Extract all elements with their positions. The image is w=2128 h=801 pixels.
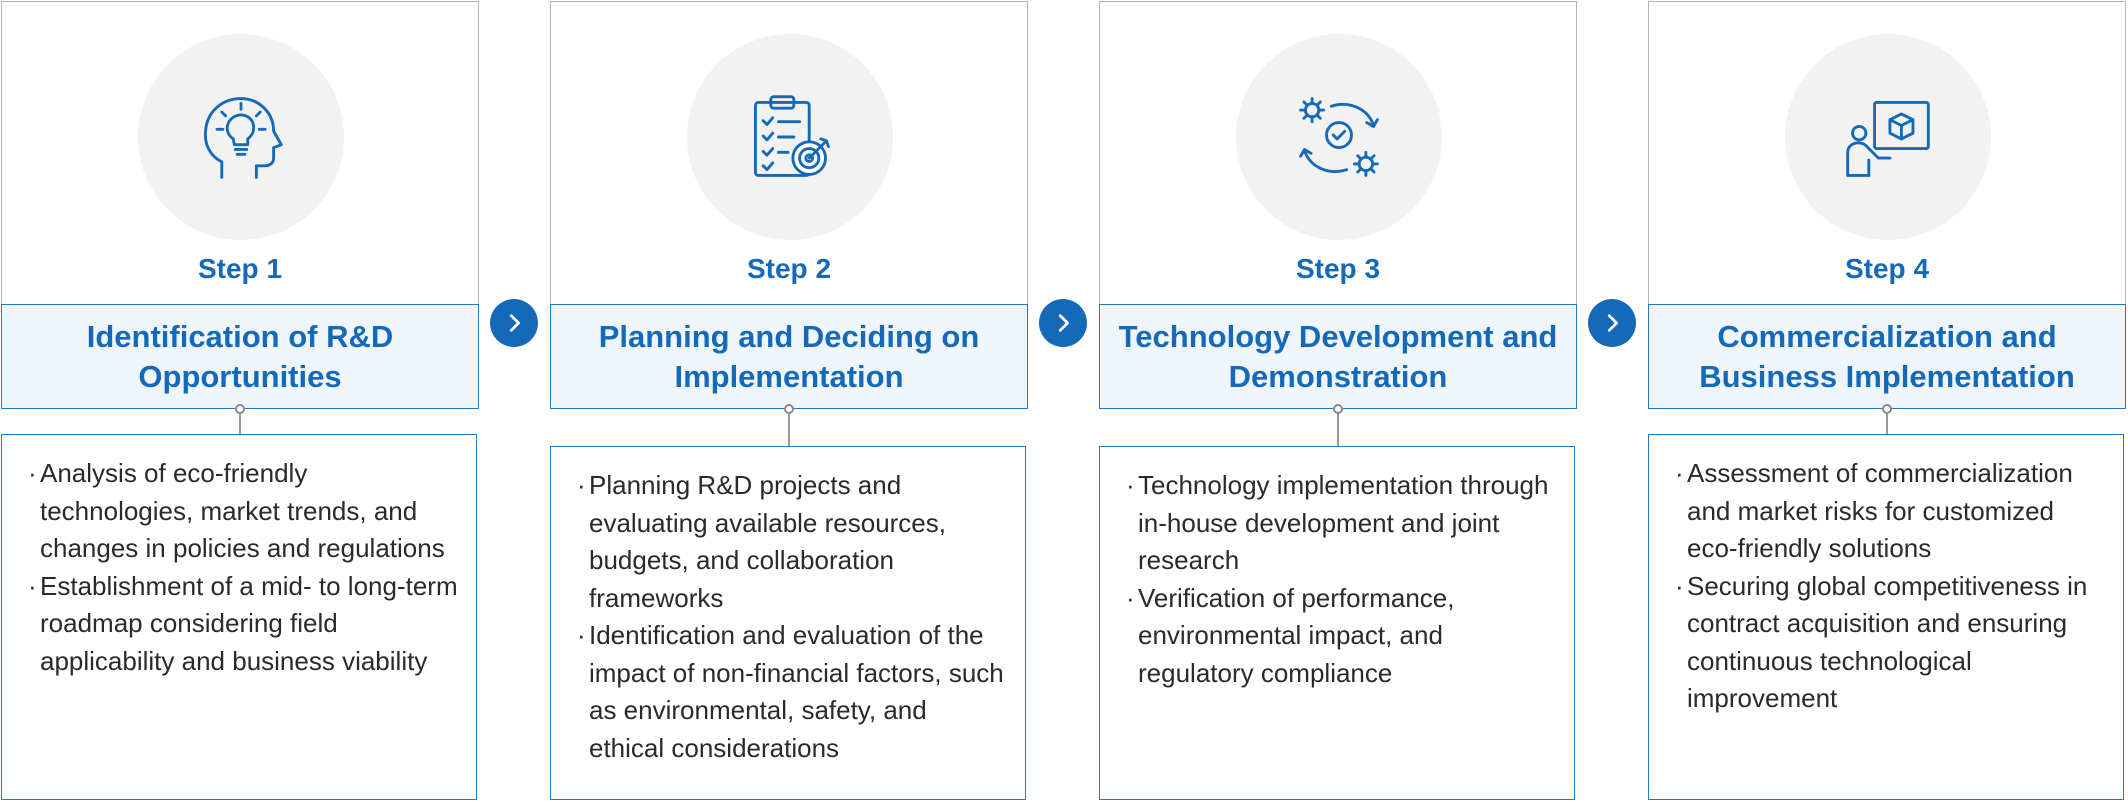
- step-2-icon-circle: [687, 34, 893, 240]
- step-3-header: Step 3: [1099, 1, 1577, 305]
- step-3-description-box: Technology implementation through in-hou…: [1099, 446, 1575, 800]
- chevron-right-icon: [1058, 314, 1069, 332]
- step-4-card: Step 4 Commercialization and Business Im…: [1648, 0, 2126, 801]
- step-2-title-band: Planning and Deciding on Implementation: [550, 304, 1028, 409]
- step-4-description-box: Assessment of commercialization and mark…: [1648, 434, 2124, 800]
- step-2-description-box: Planning R&D projects and evaluating ava…: [550, 446, 1026, 800]
- presenter-board-icon: [1846, 100, 1930, 177]
- chevron-right-icon: [1607, 314, 1618, 332]
- gears-cycle-icon: [1299, 97, 1379, 177]
- step-3-connector: [1337, 408, 1339, 446]
- step-1-icon-circle: [138, 34, 344, 240]
- step-3-item-2: Verification of performance, environment…: [1126, 580, 1556, 693]
- step-1-item-2: Establishment of a mid- to long-term roa…: [28, 568, 458, 681]
- step-3-item-1: Technology implementation through in-hou…: [1126, 467, 1556, 580]
- head-lightbulb-icon: [203, 97, 283, 179]
- step-1-label: Step 1: [197, 253, 283, 284]
- step-4-connector-dot: [1882, 404, 1892, 414]
- step-4-item-2: Securing global competitiveness in contr…: [1675, 568, 2105, 718]
- step-2-connector-dot: [784, 404, 794, 414]
- step-4-title: Commercialization and Business Implement…: [1699, 318, 2075, 394]
- step-3-label: Step 3: [1295, 253, 1381, 284]
- step-1-connector: [239, 408, 241, 434]
- step-2-connector: [788, 408, 790, 446]
- step-4-title-band: Commercialization and Business Implement…: [1648, 304, 2126, 409]
- step-1-title-band: Identification of R&D Opportunities: [1, 304, 479, 409]
- step-4-item-1: Assessment of commercialization and mark…: [1675, 455, 2105, 568]
- step-2-item-2: Identification and evaluation of the imp…: [577, 617, 1007, 767]
- step-1-description-box: Analysis of eco-friendly technologies, m…: [1, 434, 477, 800]
- step-3-connector-dot: [1333, 404, 1343, 414]
- step-2-card: Step 2 Planning and Deciding on Implemen…: [550, 0, 1028, 801]
- step-3-card: Step 3 Technology Development and Demons…: [1099, 0, 1577, 801]
- step-4-header: Step 4: [1648, 1, 2126, 305]
- clipboard-target-icon: [754, 95, 830, 177]
- step-2-title: Planning and Deciding on Implementation: [598, 318, 980, 394]
- next-step-arrow-1: [490, 299, 538, 347]
- step-4-icon-circle: [1785, 34, 1991, 240]
- step-2-header: Step 2: [550, 1, 1028, 305]
- next-step-arrow-2: [1039, 299, 1087, 347]
- next-step-arrow-3: [1588, 299, 1636, 347]
- step-4-label: Step 4: [1844, 253, 1930, 284]
- step-4-connector: [1886, 408, 1888, 434]
- step-1-card: Step 1 Identification of R&D Opportuniti…: [1, 0, 479, 801]
- step-1-connector-dot: [235, 404, 245, 414]
- step-3-title-band: Technology Development and Demonstration: [1099, 304, 1577, 409]
- step-1-header: Step 1: [1, 1, 479, 305]
- step-2-item-1: Planning R&D projects and evaluating ava…: [577, 467, 1007, 617]
- chevron-right-icon: [509, 314, 520, 332]
- step-1-title: Identification of R&D Opportunities: [86, 318, 394, 394]
- step-3-icon-circle: [1236, 34, 1442, 240]
- step-3-title: Technology Development and Demonstration: [1118, 318, 1558, 394]
- step-2-label: Step 2: [746, 253, 832, 284]
- step-1-item-1: Analysis of eco-friendly technologies, m…: [28, 455, 458, 568]
